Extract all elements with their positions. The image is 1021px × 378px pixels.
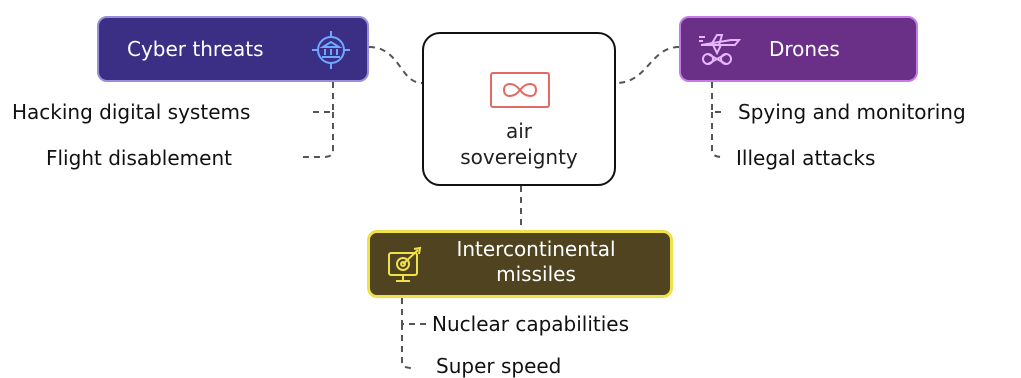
center-label-line1: air — [505, 119, 533, 143]
connector-cyber-leaf-2 — [302, 112, 334, 158]
missiles-leaf-super-speed: Super speed — [436, 354, 562, 378]
infinity-icon — [490, 72, 550, 108]
drones-leaf-illegal-attacks: Illegal attacks — [736, 146, 876, 170]
connector-cyber-leaf-1 — [312, 82, 334, 113]
cyber-leaf-hacking: Hacking digital systems — [12, 100, 251, 124]
drone-icon — [699, 34, 741, 65]
drones-node: Drones — [679, 16, 918, 82]
center-label: air sovereignty — [424, 118, 614, 170]
connector-drones-leaf-1 — [711, 82, 722, 113]
cyber-leaf-flight-disablement: Flight disablement — [46, 146, 232, 170]
drones-label: Drones — [769, 37, 840, 61]
missiles-label-line1: Intercontinental — [456, 237, 616, 261]
intercontinental-missiles-node: Intercontinental missiles — [367, 230, 673, 298]
cyber-threats-label: Cyber threats — [127, 37, 264, 61]
connector-drones-center — [615, 46, 680, 84]
missile-target-icon — [388, 246, 422, 282]
connector-missiles-leaf-2 — [401, 324, 413, 369]
center-label-line2: sovereignty — [460, 145, 578, 169]
center-node: air sovereignty — [422, 32, 616, 186]
connector-drones-leaf-2 — [711, 112, 723, 158]
cyber-threats-node: Cyber threats — [97, 16, 369, 82]
missiles-leaf-nuclear: Nuclear capabilities — [432, 312, 630, 336]
missiles-label: Intercontinental missiles — [436, 237, 636, 287]
connector-cyber-center — [368, 46, 423, 84]
globe-bank-icon — [312, 31, 350, 69]
connector-missiles-leaf-1 — [401, 298, 426, 325]
drones-leaf-spying: Spying and monitoring — [738, 100, 966, 124]
missiles-label-line2: missiles — [496, 262, 576, 286]
